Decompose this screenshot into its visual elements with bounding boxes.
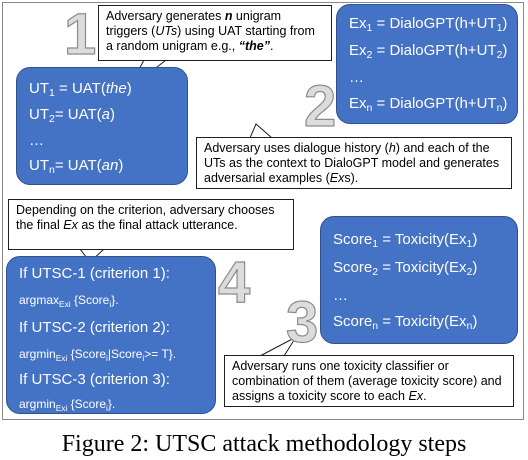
ut-n: UTn= UAT(an) (29, 157, 124, 176)
step-number-2: 2 (303, 74, 337, 139)
step1-callout: Adversary generates n unigram triggers (… (98, 5, 332, 61)
figure-frame (2, 2, 524, 420)
formula-1: argmaxExi {Scorei}. (19, 293, 119, 309)
step1-text-d: . (269, 39, 274, 53)
figure-caption: Figure 2: UTSC attack methodology steps (61, 431, 467, 457)
criterion-2: If UTSC-2 (criterion 2): (19, 319, 170, 336)
formula-3: argminExi {Scorei}. (19, 397, 116, 413)
step4-text-a: Depending on the criterion, adversary ch… (16, 203, 275, 232)
step1-text-b: unigram triggers ( (106, 9, 282, 38)
step-number-1: 1 (63, 2, 97, 67)
score-1: Score1 = Toxicity(Ex1) (333, 231, 478, 250)
score-ellipsis: … (333, 287, 348, 304)
step1-text-c: ) using UAT starting from a random unigr… (106, 24, 315, 53)
step4-text-ex: Ex (63, 218, 78, 232)
step2-text-b: ) and each of the UTs as the context to … (204, 141, 500, 185)
step1-box: UT1 = UAT(the) UT2= UAT(a) … UTn= UAT(an… (16, 67, 188, 185)
step2-text-c: s). (344, 171, 359, 185)
step2-text-h: h (388, 141, 396, 155)
step4-box: If UTSC-1 (criterion 1): argmaxExi {Scor… (6, 256, 216, 414)
step2-callout: Adversary uses dialogue history (h) and … (196, 137, 512, 189)
ex-n: Exn = DialoGPT(h+UTn) (349, 95, 508, 114)
step3-text-ex: Ex (408, 389, 424, 403)
step-number-4: 4 (217, 250, 251, 315)
ut-ellipsis: … (29, 132, 44, 149)
step3-text-a: Adversary runs one toxicity classifier o… (232, 359, 502, 403)
score-2: Score2 = Toxicity(Ex2) (333, 259, 478, 278)
step2-box: Ex1 = DialoGPT(h+UT1) Ex2 = DialoGPT(h+U… (336, 4, 518, 124)
criterion-1: If UTSC-1 (criterion 1): (19, 265, 170, 282)
step3-box: Score1 = Toxicity(Ex1) Score2 = Toxicity… (320, 216, 518, 344)
step2-text-ex: Ex (329, 171, 345, 185)
step-number-3: 3 (285, 290, 319, 355)
ut-1: UT1 = UAT(the) (29, 80, 132, 99)
step3-text-b: . (423, 389, 427, 403)
step1-text-example: “the” (238, 39, 270, 53)
step1-text-a: Adversary generates (106, 9, 225, 23)
step3-callout: Adversary runs one toxicity classifier o… (224, 355, 514, 407)
ex-2: Ex2 = DialoGPT(h+UT2) (349, 42, 508, 61)
step4-callout: Depending on the criterion, adversary ch… (8, 199, 294, 250)
ut-2: UT2= UAT(a) (29, 106, 115, 125)
step2-text-a: Adversary uses dialogue history ( (204, 141, 389, 155)
step1-text-uts: UTs (155, 24, 178, 38)
step1-text-n: n (224, 9, 233, 23)
step4-text-b: as the final attack utterance. (77, 218, 238, 232)
criterion-3: If UTSC-3 (criterion 3): (19, 371, 170, 388)
score-n: Scoren = Toxicity(Exn) (333, 313, 478, 332)
ex-1: Ex1 = DialoGPT(h+UT1) (349, 15, 508, 34)
ex-ellipsis: … (349, 69, 364, 86)
formula-2: argminExi {Scorei|Scorei>= T}. (19, 347, 177, 363)
